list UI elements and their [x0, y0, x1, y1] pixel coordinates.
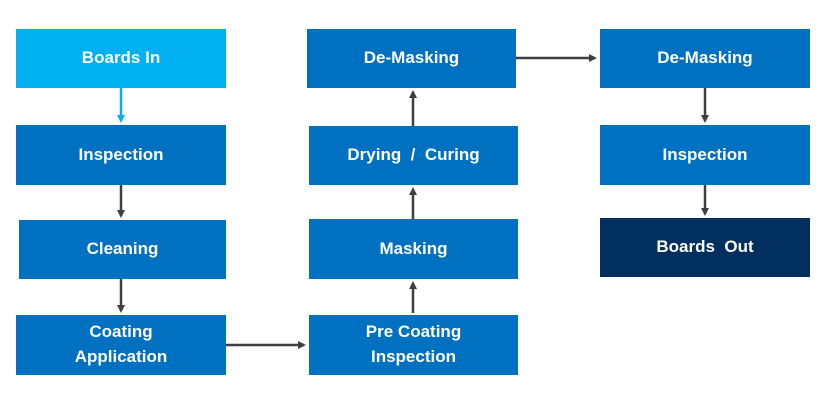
step-pre-coating-inspection-line-1: Pre Coating — [365, 322, 462, 342]
step-inspection-1: Inspection — [16, 125, 226, 185]
step-inspection-1-label: Inspection — [78, 144, 164, 164]
step-boards-out: Boards Out — [600, 218, 810, 277]
step-inspection-2: Inspection — [600, 125, 810, 185]
step-boards-in: Boards In — [16, 29, 226, 88]
step-de-masking-2-label: De-Masking — [657, 48, 753, 68]
step-coating-application-line-1: Coating — [89, 322, 153, 342]
step-cleaning-label: Cleaning — [86, 239, 159, 259]
step-cleaning: Cleaning — [19, 220, 226, 279]
step-drying-curing-label: Drying / Curing — [347, 145, 480, 165]
step-de-masking-1-label: De-Masking — [363, 48, 460, 68]
step-masking: Masking — [309, 219, 518, 279]
step-boards-out-label: Boards Out — [656, 237, 754, 257]
step-pre-coating-inspection-text: Pre Coating Inspection — [366, 320, 461, 369]
step-coating-application: Coating Application — [16, 315, 226, 375]
step-coating-application-line-2: Application — [74, 347, 168, 366]
step-de-masking-2: De-Masking — [600, 29, 810, 88]
step-pre-coating-inspection-line-2: Inspection — [370, 347, 456, 366]
step-pre-coating-inspection: Pre Coating Inspection — [309, 315, 518, 375]
step-masking-label: Masking — [379, 238, 448, 258]
step-boards-in-label: Boards In — [81, 48, 161, 68]
step-inspection-2-label: Inspection — [662, 144, 748, 164]
step-coating-application-text: Coating Application — [75, 320, 168, 369]
step-de-masking-1: De-Masking — [307, 29, 516, 88]
step-drying-curing: Drying / Curing — [309, 126, 518, 185]
